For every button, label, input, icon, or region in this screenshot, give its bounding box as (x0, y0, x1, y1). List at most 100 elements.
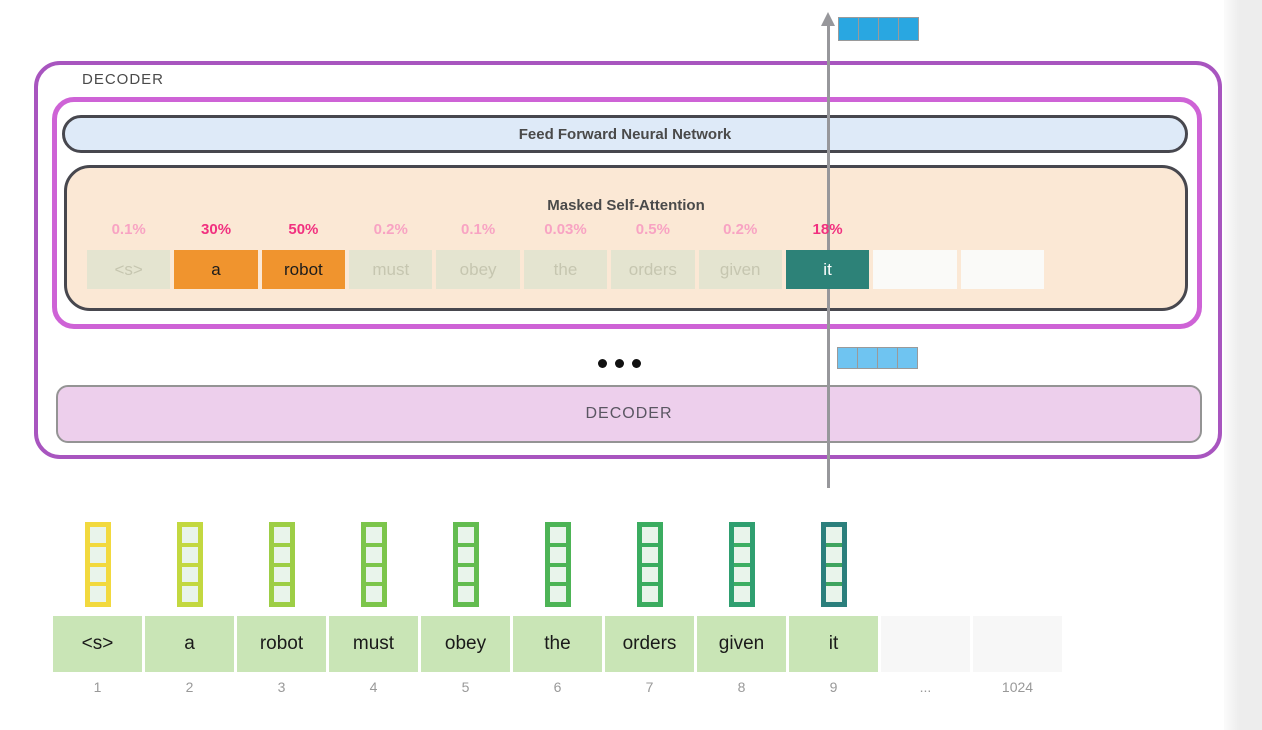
embedding-cell (826, 567, 842, 583)
embedding-cell (734, 547, 750, 563)
embedding-divider (457, 582, 474, 587)
attention-token-cell (873, 250, 957, 289)
attention-percent: 18% (812, 221, 843, 238)
page-edge-strip (1224, 0, 1262, 730)
embedding-cell (550, 547, 566, 563)
input-token-cell: a (145, 616, 234, 672)
feed-forward-label: Feed Forward Neural Network (518, 125, 732, 143)
decoder-bar-label: DECODER (585, 405, 673, 422)
embedding-slot (605, 522, 694, 607)
embedding-slot (697, 522, 786, 607)
position-number: 7 (645, 679, 654, 695)
embedding-divider (89, 562, 106, 567)
attention-token-cell: the (523, 250, 608, 289)
embedding-columns-row (53, 522, 1062, 607)
vector-cell (877, 348, 897, 368)
ellipsis-dot (615, 359, 624, 368)
embedding-column (360, 522, 387, 607)
embedding-divider (181, 562, 198, 567)
embedding-divider (365, 562, 382, 567)
embedding-divider (365, 542, 382, 547)
position-number: 8 (737, 679, 746, 695)
attention-token-cell: obey (436, 250, 520, 289)
embedding-divider (273, 582, 290, 587)
embedding-cell (90, 547, 106, 563)
embedding-column (820, 522, 847, 607)
embedding-divider (825, 582, 842, 587)
embedding-divider (733, 582, 750, 587)
embedding-column (268, 522, 295, 607)
attention-token-cell: given (698, 250, 782, 289)
position-number: 3 (277, 679, 286, 695)
embedding-divider (89, 542, 106, 547)
embedding-divider (549, 542, 566, 547)
embedding-cell (90, 527, 106, 543)
embedding-divider (641, 562, 658, 567)
attention-token-cell: orders (611, 250, 695, 289)
embedding-divider (733, 562, 750, 567)
embedding-divider (825, 542, 842, 547)
embedding-cell (826, 527, 842, 543)
attention-percentages-row: 0.1%30%50%0.2%0.1%0.03%0.5%0.2%18% (87, 221, 1044, 238)
masked-self-attention-title: Masked Self-Attention (547, 197, 705, 214)
attention-token-cell: must (349, 250, 433, 289)
position-number: 1024 (1001, 679, 1034, 695)
embedding-divider (549, 562, 566, 567)
input-token-cell: orders (605, 616, 694, 672)
input-token-cell: robot (237, 616, 326, 672)
embedding-column (636, 522, 663, 607)
feed-forward-bar: Feed Forward Neural Network (62, 115, 1188, 153)
input-token-cell: given (697, 616, 786, 672)
embedding-divider (549, 582, 566, 587)
vector-cell (898, 18, 918, 40)
input-token-cell: the (513, 616, 602, 672)
embedding-cell (458, 567, 474, 583)
position-number: 9 (829, 679, 838, 695)
decoder-outer-label: DECODER (82, 71, 165, 88)
embedding-cell (274, 567, 290, 583)
embedding-divider (457, 542, 474, 547)
attention-token-cell: a (174, 250, 258, 289)
embedding-divider (273, 562, 290, 567)
vector-cell (838, 348, 857, 368)
attention-percent: 0.2% (723, 221, 758, 238)
embedding-divider (457, 562, 474, 567)
embedding-cell (458, 547, 474, 563)
embedding-divider (365, 582, 382, 587)
attention-percent: 0.1% (111, 221, 146, 238)
embedding-cell (274, 527, 290, 543)
embedding-slot (329, 522, 418, 607)
input-token-cell: it (789, 616, 878, 672)
embedding-cell (642, 527, 658, 543)
input-token-cell: <s> (53, 616, 142, 672)
decoder-bar: DECODER (56, 385, 1202, 443)
vector-cell (858, 18, 878, 40)
input-token-cell: must (329, 616, 418, 672)
vector-cell (878, 18, 898, 40)
ellipsis-dot (598, 359, 607, 368)
embedding-cell (642, 547, 658, 563)
vector-cell (897, 348, 917, 368)
embedding-divider (641, 542, 658, 547)
embedding-cell (182, 527, 198, 543)
attention-token-cell: it (785, 250, 870, 289)
embedding-cell (458, 527, 474, 543)
embedding-divider (181, 542, 198, 547)
vector-cell (839, 18, 858, 40)
embedding-slot (53, 522, 142, 607)
vector-cell (857, 348, 877, 368)
embedding-slot (973, 522, 1062, 607)
position-number: 2 (185, 679, 194, 695)
attention-percent: 30% (201, 221, 232, 238)
attention-percent: 0.5% (635, 221, 670, 238)
embedding-cell (182, 567, 198, 583)
embedding-cell (734, 567, 750, 583)
embedding-slot (145, 522, 234, 607)
input-token-cell: obey (421, 616, 510, 672)
embedding-cell (826, 586, 842, 602)
embedding-cell (550, 527, 566, 543)
embedding-cell (458, 586, 474, 602)
embedding-cell (366, 586, 382, 602)
